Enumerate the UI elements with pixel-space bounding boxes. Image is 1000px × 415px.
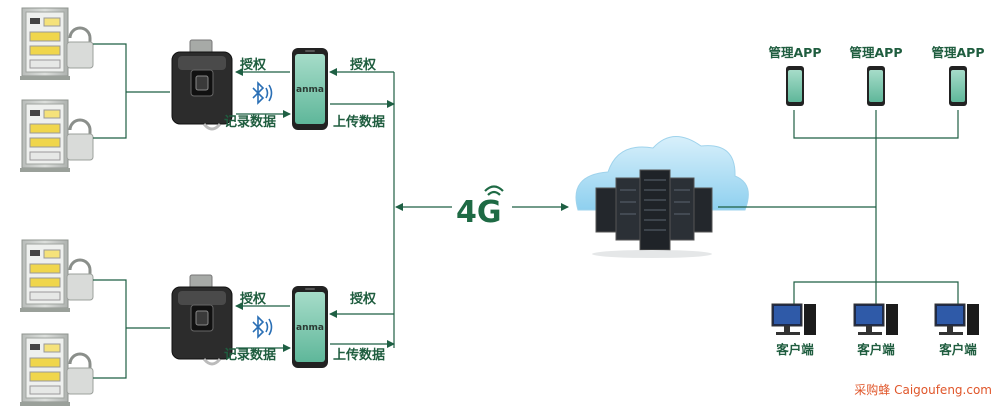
- mobile-phone-icon: [867, 66, 885, 106]
- desktop-computer-icon: [771, 303, 816, 335]
- smart-key-device-icon: [171, 39, 233, 131]
- authorize-label: 授权: [350, 291, 377, 307]
- manage-app-label: 管理APP: [769, 45, 822, 60]
- mobile-phone-icon: anma: [292, 48, 328, 130]
- server-client-lines: [718, 110, 959, 304]
- electric-cabinet-icon: [20, 333, 94, 406]
- watermark: 采购蜂 Caigoufeng.com: [854, 382, 992, 397]
- manage-app-label: 管理APP: [850, 45, 903, 60]
- key-phone-arrows: [235, 68, 291, 352]
- electric-cabinet-icon: [20, 7, 94, 80]
- cloud-server-icon: [575, 136, 749, 258]
- authorize-label: 授权: [240, 291, 267, 307]
- upload-data-label: 上传数据: [333, 347, 385, 363]
- authorize-label: 授权: [350, 57, 377, 73]
- bluetooth-icon: [252, 315, 273, 339]
- manage-app-label: 管理APP: [932, 45, 985, 60]
- connector-lines-left: [93, 43, 170, 379]
- upload-data-label: 上传数据: [333, 114, 385, 130]
- mobile-phone-icon: [786, 66, 804, 106]
- signal-icon: [484, 185, 504, 196]
- client-label: 客户端: [856, 342, 895, 357]
- phone-brand-label: anma: [296, 85, 324, 95]
- desktop-computer-icon: [853, 303, 898, 335]
- client-label: 客户端: [775, 342, 814, 357]
- smart-key-device-icon: [171, 274, 233, 366]
- desktop-computer-icon: [934, 303, 979, 335]
- network-label: 4G: [456, 195, 502, 230]
- phone-network-lines: [329, 68, 569, 348]
- electric-cabinet-icon: [20, 99, 94, 172]
- bluetooth-icon: [252, 81, 273, 105]
- mobile-phone-icon: [949, 66, 967, 106]
- phone-brand-label: anma: [296, 323, 324, 333]
- mobile-phone-icon: anma: [292, 286, 328, 368]
- record-data-label: 记录数据: [224, 114, 276, 130]
- authorize-label: 授权: [240, 57, 267, 73]
- record-data-label: 记录数据: [224, 347, 276, 363]
- electric-cabinet-icon: [20, 239, 94, 312]
- 4g-network-icon: 4G: [456, 185, 504, 230]
- client-label: 客户端: [938, 342, 977, 357]
